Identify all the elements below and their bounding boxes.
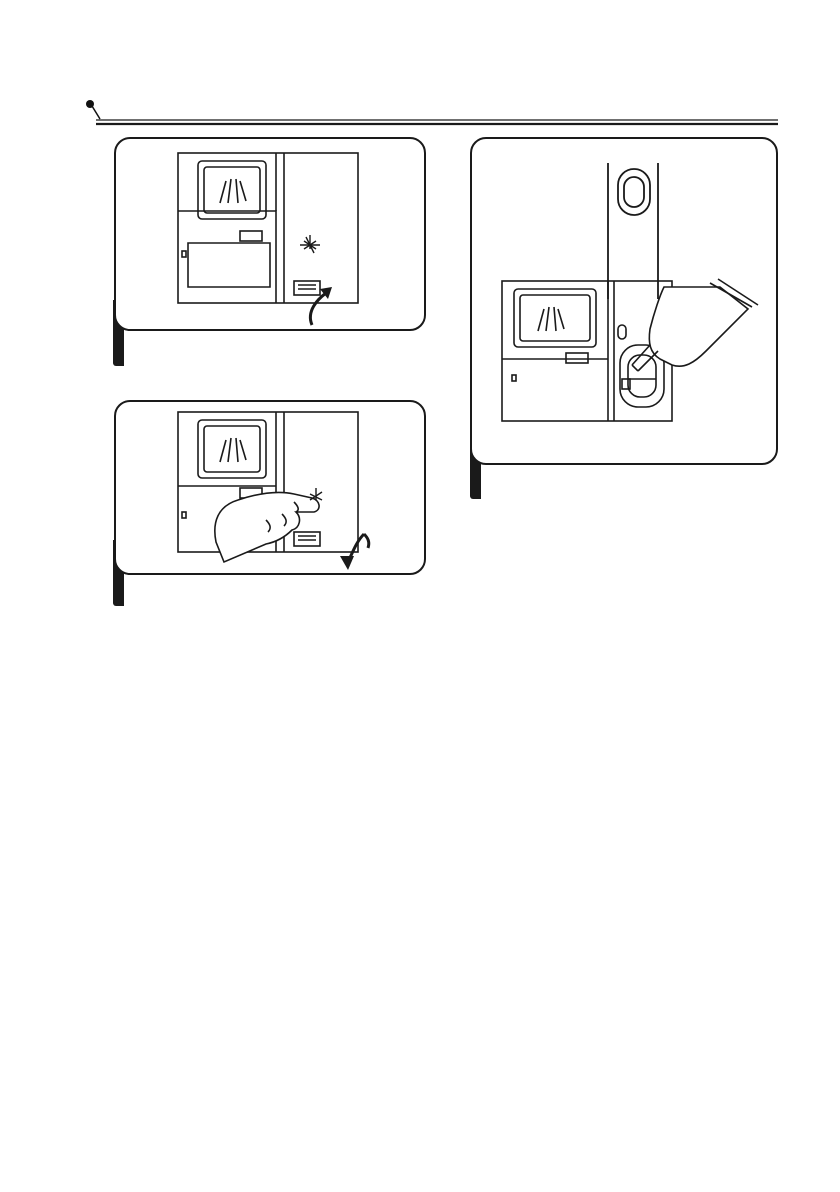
rinse-aid-fill-illustration xyxy=(472,139,778,465)
figure-3-panel xyxy=(470,137,778,465)
sparkle-icon xyxy=(300,235,320,253)
figure-2-panel xyxy=(114,400,426,575)
bottle-icon xyxy=(632,279,758,371)
header-divider xyxy=(96,119,778,127)
dispenser-lid-closed-illustration xyxy=(116,139,426,331)
sparkle-icon xyxy=(310,488,322,500)
dispenser-press-lid-illustration xyxy=(116,402,426,575)
figure-1-panel xyxy=(114,137,426,331)
spray-arm-icon xyxy=(608,163,658,299)
curved-arrow-up-icon xyxy=(310,287,332,325)
